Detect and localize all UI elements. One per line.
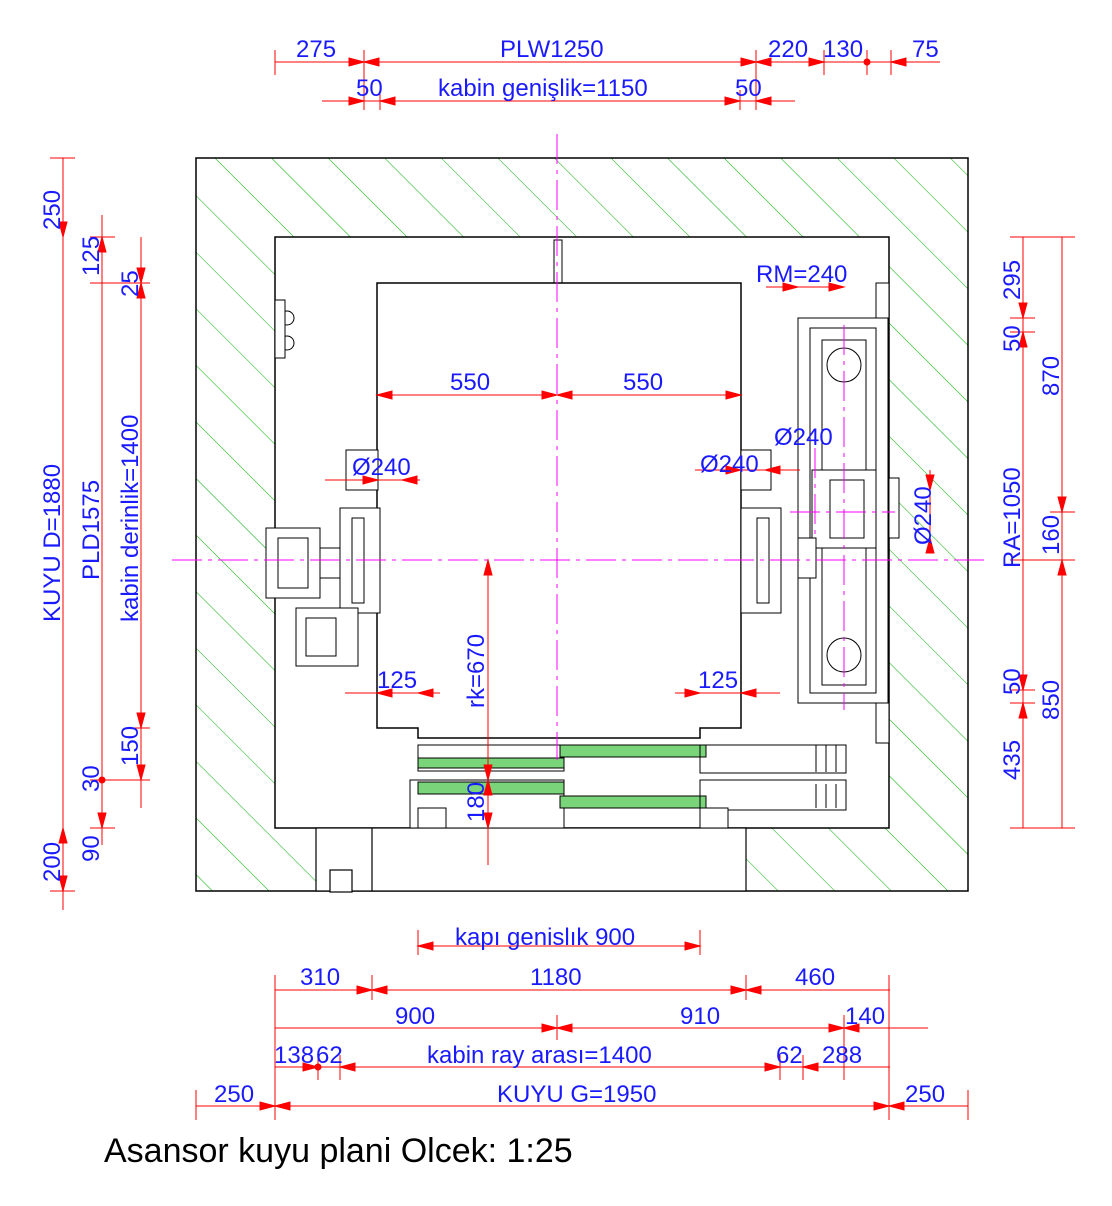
- dimension-lines: [50, 50, 1075, 1120]
- dim-diameter-left: Ø240: [352, 454, 411, 481]
- dim-50-right-a: 50: [999, 325, 1026, 352]
- dim-125-inner-right: 125: [698, 667, 738, 694]
- dim-90-left-vert: 90: [78, 835, 105, 862]
- centerlines: [172, 134, 988, 760]
- dim-cabin-depth: kabin derinlik=1400: [117, 415, 144, 622]
- dim-180: 180: [463, 782, 490, 822]
- dim-125-left-vert: 125: [78, 236, 105, 276]
- drawing-title: Asansor kuyu plani Olcek: 1:25: [104, 1132, 573, 1170]
- dim-250-bottom-left: 250: [214, 1081, 254, 1108]
- dim-30-left-vert: 30: [78, 765, 105, 792]
- dim-160: 160: [1038, 515, 1065, 555]
- dim-275: 275: [296, 36, 336, 63]
- dim-50-left: 50: [356, 75, 383, 102]
- dim-shaft-depth: KUYU D=1880: [39, 464, 66, 622]
- dim-50-right-b: 50: [999, 668, 1026, 695]
- dim-288: 288: [822, 1042, 862, 1069]
- wall-hatch: [196, 158, 968, 891]
- dim-shaft-width: KUYU G=1950: [497, 1081, 656, 1108]
- dim-550-left: 550: [450, 369, 490, 396]
- dim-130: 130: [823, 36, 863, 63]
- dim-50-right: 50: [735, 75, 762, 102]
- dim-25-left-vert: 25: [117, 270, 144, 297]
- dim-310: 310: [300, 964, 340, 991]
- dim-550-right: 550: [623, 369, 663, 396]
- dim-220: 220: [768, 36, 808, 63]
- cabin: [376, 239, 742, 739]
- dim-62-right: 62: [776, 1042, 803, 1069]
- dim-250-left-vert: 250: [39, 190, 66, 230]
- dim-diameter-top: Ø240: [774, 424, 833, 451]
- dim-pld: PLD1575: [78, 480, 105, 580]
- dim-rail-span: kabin ray arası=1400: [427, 1042, 652, 1069]
- dim-150-left-vert: 150: [117, 726, 144, 766]
- dim-850: 850: [1038, 680, 1065, 720]
- dim-ra: RA=1050: [999, 467, 1026, 568]
- dim-diameter-vert: Ø240: [910, 486, 937, 545]
- dim-435: 435: [999, 740, 1026, 780]
- dim-138: 138: [274, 1042, 314, 1069]
- dim-250-bottom-right: 250: [905, 1081, 945, 1108]
- dim-door-width: kapı genislık 900: [455, 924, 635, 951]
- dim-diameter-mid: Ø240: [700, 451, 759, 478]
- dim-62-left: 62: [316, 1042, 343, 1069]
- dimension-texts: 275 PLW1250 220 130 75 50 kabin genişlik…: [39, 36, 1065, 1108]
- door-sill: [315, 827, 747, 893]
- dim-cabin-width: kabin genişlik=1150: [438, 75, 648, 102]
- door-panels: [409, 744, 847, 829]
- dim-460: 460: [795, 964, 835, 991]
- dim-75: 75: [912, 36, 939, 63]
- dim-rm: RM=240: [756, 261, 847, 288]
- dim-rk: rk=670: [463, 634, 490, 708]
- dim-plw: PLW1250: [500, 36, 604, 63]
- dim-910: 910: [680, 1003, 720, 1030]
- dim-1180: 1180: [530, 964, 582, 991]
- dim-900: 900: [395, 1003, 435, 1030]
- dim-295: 295: [999, 260, 1026, 300]
- dim-140: 140: [845, 1003, 885, 1030]
- dim-870: 870: [1038, 356, 1065, 396]
- dim-200-left-vert: 200: [39, 842, 66, 882]
- dim-125-inner-left: 125: [377, 667, 417, 694]
